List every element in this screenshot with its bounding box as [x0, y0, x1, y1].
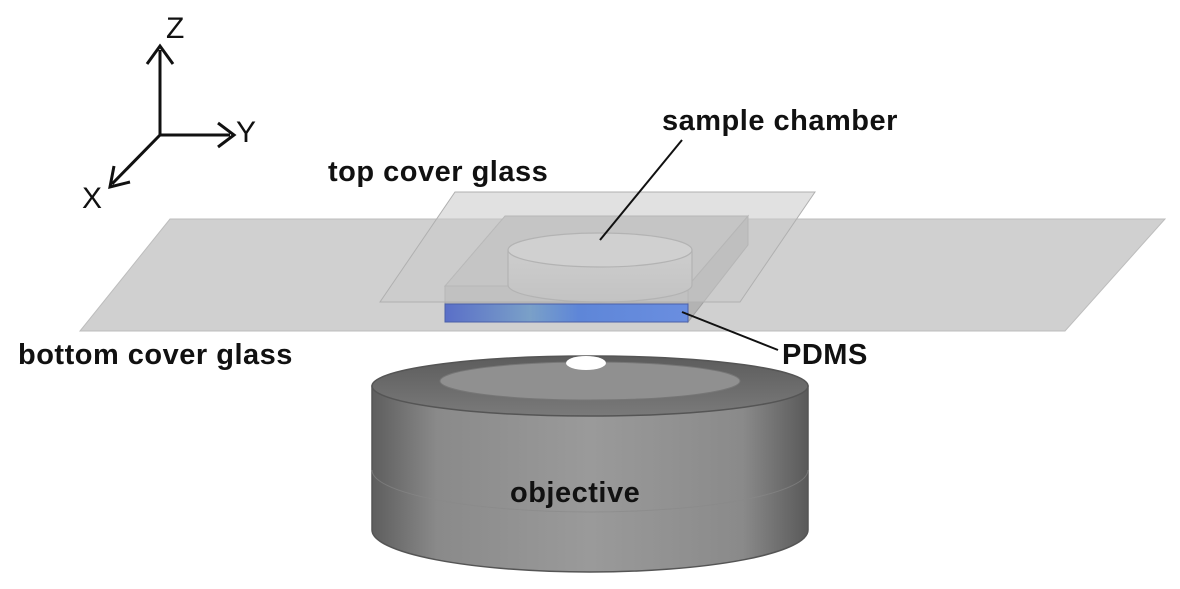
x-arrow-icon — [108, 165, 131, 190]
bottom-cover-glass-label: bottom cover glass — [18, 339, 293, 371]
objective: objective — [371, 355, 809, 573]
pdms-label: PDMS — [782, 339, 868, 371]
top-cover-glass — [379, 191, 816, 303]
top-cover-glass-label: top cover glass — [328, 156, 548, 188]
z-arrow-icon — [145, 43, 175, 65]
y-axis-label: Y — [236, 116, 256, 149]
pdms-leader — [681, 311, 779, 351]
axes: Z Y X — [82, 12, 256, 215]
pdms-layer — [444, 303, 689, 323]
objective-label: objective — [510, 477, 640, 509]
sample-chamber-leader — [599, 139, 683, 241]
x-axis-label: X — [82, 182, 102, 215]
z-axis-label: Z — [166, 12, 184, 45]
sample-chamber-label: sample chamber — [662, 105, 898, 137]
objective-body — [371, 385, 809, 573]
lens-highlight — [566, 356, 606, 370]
y-arrow-icon — [217, 121, 237, 149]
x-axis — [110, 133, 162, 186]
